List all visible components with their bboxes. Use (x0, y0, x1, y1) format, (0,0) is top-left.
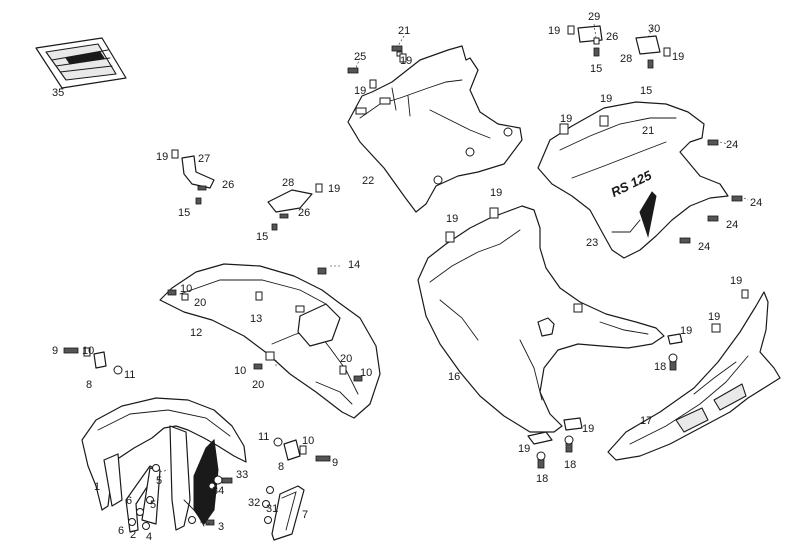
inner-panel-22 (347, 45, 523, 213)
callout-24b: 24 (750, 197, 762, 209)
bracket-28 (267, 183, 323, 231)
belly-pan-17 (607, 289, 781, 461)
callout-25: 25 (354, 51, 366, 63)
callout-32: 32 (248, 497, 260, 509)
callout-12: 12 (190, 327, 202, 339)
callout-21-top: 21 (398, 25, 410, 37)
callout-19-16c: 19 (680, 325, 692, 337)
callout-15-29: 15 (590, 63, 602, 75)
callout-6b: 6 (118, 525, 124, 537)
callout-19-29: 19 (548, 25, 560, 37)
callout-14: 14 (348, 259, 360, 271)
callout-5b: 5 (150, 499, 156, 511)
clip-30 (635, 35, 671, 69)
callout-5a: 5 (156, 475, 162, 487)
callout-7: 7 (302, 509, 308, 521)
callout-10d: 10 (82, 345, 94, 357)
callout-20a: 20 (194, 297, 206, 309)
callout-19-16a: 19 (490, 187, 502, 199)
callout-18c: 18 (564, 459, 576, 471)
callout-19-17b: 19 (708, 311, 720, 323)
side-panel-12 (159, 263, 381, 419)
clip-29 (567, 25, 603, 57)
callout-19-28: 19 (328, 183, 340, 195)
callout-26-27: 26 (222, 179, 234, 191)
callout-19-16d: 19 (582, 423, 594, 435)
callout-1: 1 (94, 481, 100, 493)
callout-9b: 9 (332, 457, 338, 469)
screws-24 (679, 139, 743, 244)
callout-19-27: 19 (156, 151, 168, 163)
callout-28-mid: 28 (282, 177, 294, 189)
leader-lines (159, 23, 749, 525)
callout-20c: 20 (340, 353, 352, 365)
hardware-22 (347, 45, 407, 89)
bracket-27 (171, 149, 215, 205)
callout-24a: 24 (726, 139, 738, 151)
callout-15-27: 15 (178, 207, 190, 219)
callout-31: 31 (266, 503, 278, 515)
callout-10c: 10 (360, 367, 372, 379)
callout-8a: 8 (86, 379, 92, 391)
callout-9a: 9 (52, 345, 58, 357)
callout-19-22b: 19 (354, 85, 366, 97)
callout-8b: 8 (278, 461, 284, 473)
upper-fairing-23 (537, 101, 729, 259)
callout-10e: 10 (302, 435, 314, 447)
callout-13: 13 (250, 313, 262, 325)
callout-18a: 18 (654, 361, 666, 373)
callout-19-23a: 19 (600, 93, 612, 105)
callout-17: 17 (640, 415, 652, 427)
stays-2-4-5-6 (125, 464, 196, 533)
decal-sheet-35 (35, 37, 127, 89)
lower-fairing-16 (417, 205, 683, 445)
callout-30: 30 (648, 23, 660, 35)
callout-27: 27 (198, 153, 210, 165)
callout-18b: 18 (536, 473, 548, 485)
callout-2: 2 (130, 529, 136, 541)
callout-21: 21 (642, 125, 654, 137)
callout-19-22a: 19 (400, 55, 412, 67)
callout-29: 29 (588, 11, 600, 23)
callout-24c: 24 (726, 219, 738, 231)
callout-20b: 20 (252, 379, 264, 391)
callout-19-17a: 19 (730, 275, 742, 287)
callout-6a: 6 (126, 495, 132, 507)
callout-labels: 35 21 25 19 19 22 29 19 26 15 30 28 19 1… (52, 11, 762, 543)
callout-3: 3 (218, 521, 224, 533)
callout-19-23b: 19 (560, 113, 572, 125)
callout-16: 16 (448, 371, 460, 383)
callout-33: 33 (236, 469, 248, 481)
callout-15-28: 15 (256, 231, 268, 243)
hardware-33-34 (205, 475, 233, 526)
callout-34: 34 (212, 485, 224, 497)
callout-10a: 10 (180, 283, 192, 295)
callout-24d: 24 (698, 241, 710, 253)
reflector-7 (262, 485, 305, 541)
bracket-8-left (63, 347, 123, 375)
callout-4: 4 (146, 531, 152, 543)
callout-26-28: 26 (298, 207, 310, 219)
callout-35: 35 (52, 87, 64, 99)
hardware-12 (167, 267, 363, 382)
callout-23: 23 (586, 237, 598, 249)
bracket-8-right (273, 437, 331, 462)
callout-28-30: 28 (620, 53, 632, 65)
callout-26-29: 26 (606, 31, 618, 43)
callout-15-30: 15 (640, 85, 652, 97)
callout-19-30: 19 (672, 51, 684, 63)
callout-19-16b: 19 (446, 213, 458, 225)
screws-18 (536, 353, 678, 469)
callout-11a: 11 (124, 369, 135, 381)
callout-10b: 10 (234, 365, 246, 377)
callout-11b: 11 (258, 431, 269, 443)
callout-19-16e: 19 (518, 443, 530, 455)
front-mudguard-1 (81, 397, 247, 531)
callout-22: 22 (362, 175, 374, 187)
